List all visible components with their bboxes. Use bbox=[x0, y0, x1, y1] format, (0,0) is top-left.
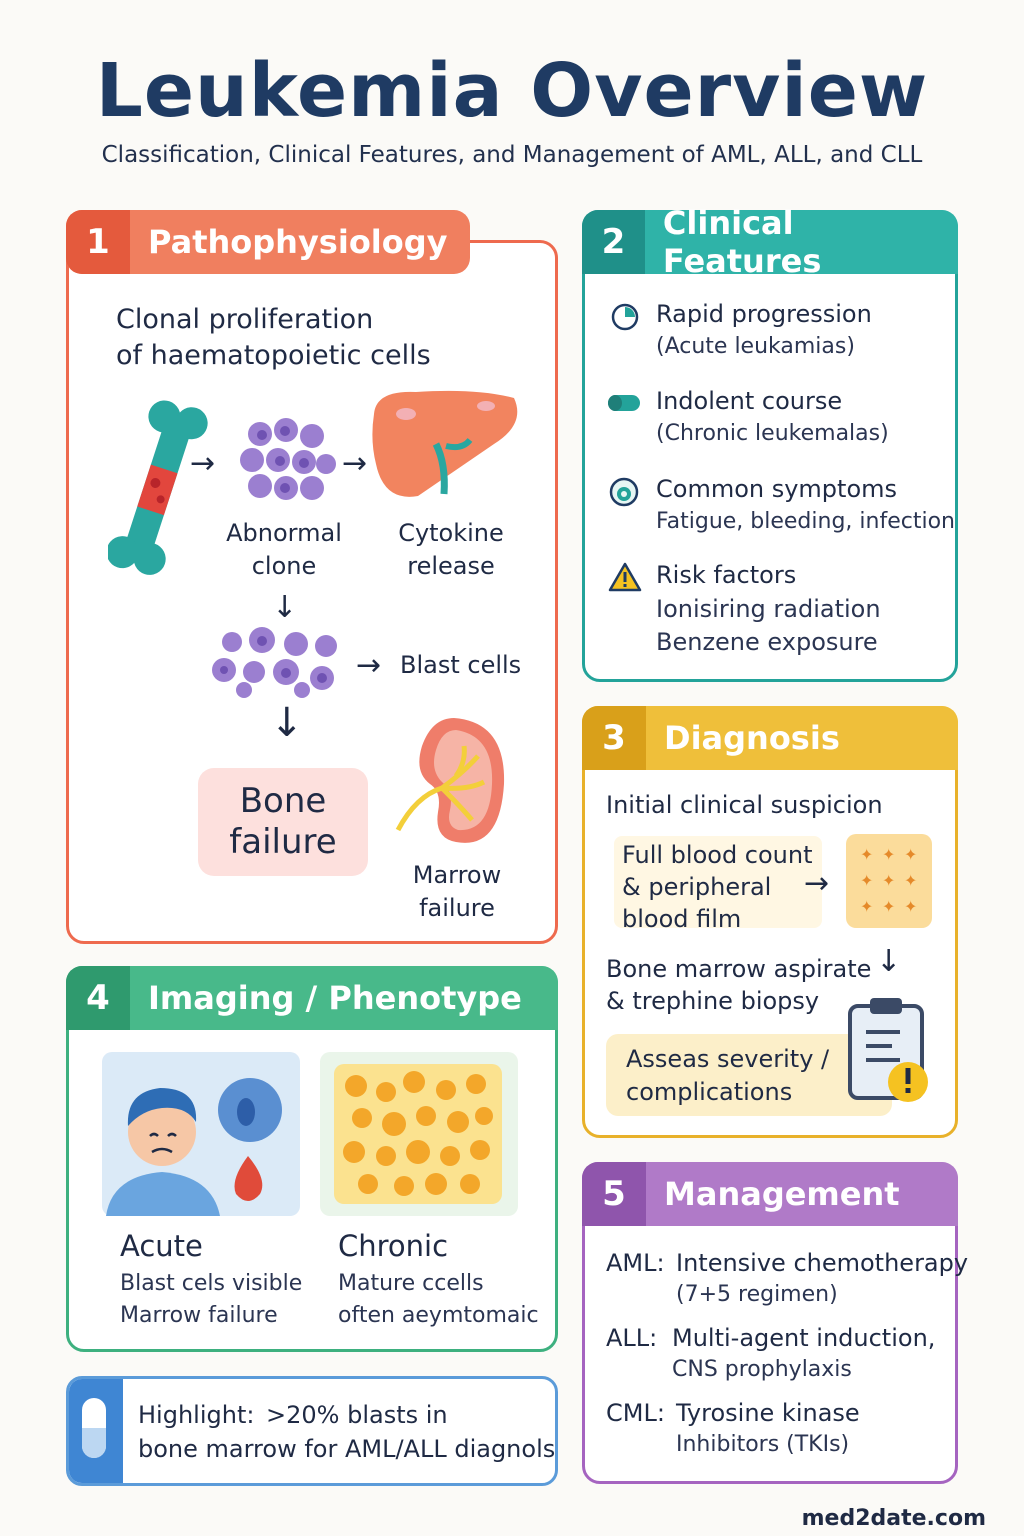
marrow-failure-label-1: Marrow bbox=[412, 861, 502, 889]
diagnosis-suspicion: Initial clinical suspicion bbox=[606, 791, 883, 819]
svg-text:✦: ✦ bbox=[860, 845, 873, 864]
marrow-failure-label-2: failure bbox=[419, 894, 495, 922]
highlight-label: Highlight: bbox=[138, 1401, 255, 1429]
clinical-item-sub: (Acute leukamias) bbox=[656, 334, 855, 359]
section-title: Diagnosis bbox=[664, 719, 840, 757]
cell-icon bbox=[609, 477, 639, 507]
clinical-features-header: 2 Clinical Features bbox=[582, 204, 958, 280]
section-number: 5 bbox=[582, 1162, 646, 1226]
management-line1: Tyrosine kinase bbox=[676, 1399, 860, 1427]
management-header: 5 Management bbox=[582, 1162, 958, 1226]
svg-text:✦: ✦ bbox=[882, 871, 895, 890]
page-subtitle: Classification, Clinical Features, and M… bbox=[101, 142, 923, 168]
section-title: Pathophysiology bbox=[148, 223, 448, 261]
blood-count-box bbox=[614, 836, 822, 928]
bone-marrow-line1: Bone marrow aspirate bbox=[606, 955, 872, 983]
clinical-item-title: Indolent course bbox=[656, 387, 843, 415]
pill-icon bbox=[608, 395, 640, 411]
highlight-box bbox=[66, 1376, 558, 1486]
page-title: Leukemia Overview bbox=[95, 48, 929, 134]
management-line2: CNS prophylaxis bbox=[672, 1357, 852, 1382]
acute-line2: Marrow failure bbox=[120, 1303, 278, 1328]
management-line1: Multi-agent induction, bbox=[672, 1324, 936, 1352]
acute-title: Acute bbox=[120, 1229, 203, 1263]
blood-count-line3: blood film bbox=[622, 905, 742, 933]
clock-icon bbox=[611, 303, 639, 331]
svg-text:✦: ✦ bbox=[860, 871, 873, 890]
management-line2: Inhibitors (TKIs) bbox=[676, 1432, 850, 1457]
svg-text:✦: ✦ bbox=[860, 897, 873, 916]
highlight-text-1: >20% blasts in bbox=[266, 1401, 448, 1429]
chronic-marrow-illustration bbox=[320, 1052, 518, 1216]
svg-text:✦: ✦ bbox=[904, 845, 917, 864]
chronic-title: Chronic bbox=[338, 1229, 449, 1263]
management-key: CML: bbox=[606, 1399, 665, 1427]
section-number: 2 bbox=[582, 210, 645, 274]
severity-box bbox=[606, 1034, 892, 1116]
bone-failure-line2: failure bbox=[229, 822, 337, 862]
clinical-item-sub: Fatigue, bleeding, infection bbox=[656, 509, 955, 534]
section-number: 1 bbox=[66, 210, 130, 274]
pathophysiology-header: 1 Pathophysiology bbox=[66, 210, 470, 274]
blood-count-line1: Full blood count bbox=[622, 841, 813, 869]
bone-icon bbox=[108, 400, 208, 575]
highlight-text-2: bone marrow for AML/ALL diagnols bbox=[138, 1435, 556, 1463]
cytokine-label-2: release bbox=[407, 552, 495, 580]
arrow-right: → bbox=[342, 446, 368, 481]
clinical-item-title: Common symptoms bbox=[656, 475, 898, 503]
clinical-item-sub2: Benzene exposure bbox=[656, 628, 878, 656]
arrow-right: → bbox=[804, 866, 830, 901]
management-key: AML: bbox=[606, 1249, 665, 1277]
blast-cells-icon bbox=[212, 627, 337, 698]
footer-site: med2date.com bbox=[801, 1506, 986, 1531]
clinical-item-sub: (Chronic leukemalas) bbox=[656, 421, 889, 446]
warning-icon bbox=[608, 562, 642, 592]
svg-text:✦: ✦ bbox=[904, 897, 917, 916]
svg-text:✦: ✦ bbox=[882, 897, 895, 916]
imaging-header: 4 Imaging / Phenotype bbox=[66, 966, 558, 1030]
svg-text:✦: ✦ bbox=[904, 871, 917, 890]
bone-failure-line1: Bone bbox=[239, 781, 327, 822]
clinical-item-sub: Ionisiring radiation bbox=[656, 595, 881, 623]
chronic-line1: Mature ccells bbox=[338, 1271, 484, 1296]
section-number: 3 bbox=[582, 706, 646, 770]
blood-film-icon: ✦ ✦ ✦ ✦ ✦ ✦ ✦ ✦ ✦ bbox=[846, 834, 932, 928]
clipboard-icon bbox=[848, 998, 928, 1102]
section-title: Clinical Features bbox=[662, 204, 822, 280]
clinical-item-title: Risk factors bbox=[656, 561, 797, 589]
acute-line1: Blast cels visible bbox=[120, 1271, 303, 1296]
bone-failure-box: Bone failure bbox=[198, 768, 368, 876]
bone-marrow-line2: & trephine biopsy bbox=[606, 987, 820, 1015]
abnormal-clone-label-1: Abnormal bbox=[226, 519, 342, 547]
cytokine-label-1: Cytokine bbox=[398, 519, 504, 547]
acute-patient-illustration bbox=[102, 1052, 300, 1216]
arrow-down: ↓ bbox=[876, 944, 902, 979]
arrow-down: ↓ bbox=[270, 700, 304, 746]
arrow-right: → bbox=[190, 446, 216, 481]
abnormal-clone-label-2: clone bbox=[251, 552, 317, 580]
severity-line2: complications bbox=[626, 1078, 793, 1106]
kidney-icon bbox=[395, 718, 505, 843]
capsule-icon bbox=[82, 1398, 106, 1458]
arrow-right: → bbox=[356, 648, 382, 683]
patho-intro-line2: of haematopoietic cells bbox=[116, 340, 431, 371]
patho-intro-line1: Clonal proliferation bbox=[116, 304, 374, 335]
diagnosis-header: 3 Diagnosis bbox=[582, 706, 958, 770]
section-number: 4 bbox=[66, 966, 130, 1030]
section-title: Management bbox=[664, 1175, 900, 1213]
section-title: Imaging / Phenotype bbox=[148, 979, 522, 1017]
blood-count-line2: & peripheral bbox=[622, 873, 772, 901]
arrow-down: ↓ bbox=[272, 590, 298, 625]
severity-line1: Asseas severity / bbox=[626, 1045, 830, 1073]
blast-cells-label: Blast cells bbox=[400, 651, 522, 679]
liver-icon bbox=[372, 390, 518, 497]
management-line1: Intensive chemotherapy bbox=[676, 1249, 969, 1277]
chronic-line2: often aeymtomaic bbox=[338, 1303, 539, 1328]
abnormal-clone-cells-icon bbox=[240, 418, 336, 500]
svg-text:✦: ✦ bbox=[882, 845, 895, 864]
clinical-item-title: Rapid progression bbox=[656, 300, 872, 328]
management-line2: (7+5 regimen) bbox=[676, 1282, 838, 1307]
management-key: ALL: bbox=[606, 1324, 658, 1352]
